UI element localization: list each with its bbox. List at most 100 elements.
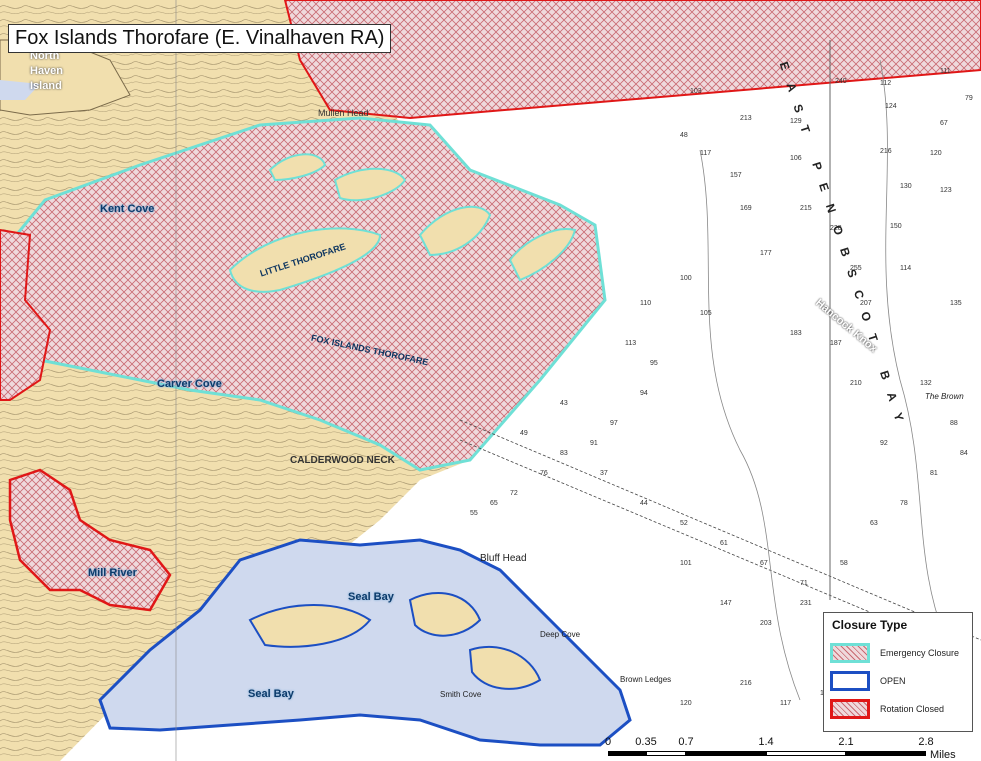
- sounding: 97: [610, 420, 618, 427]
- sounding: 216: [740, 680, 752, 687]
- sounding: 255: [850, 265, 862, 272]
- label-mill-river: Mill River: [88, 567, 137, 579]
- depth-contour-1: [699, 149, 801, 701]
- sounding: 44: [640, 500, 648, 507]
- sounding: 129: [790, 118, 802, 125]
- scale-tick-5: 2.8: [918, 736, 934, 748]
- sounding: 103: [690, 88, 702, 95]
- sounding: 106: [790, 155, 802, 162]
- sounding: 120: [930, 150, 942, 157]
- sounding: 187: [830, 340, 842, 347]
- scale-seg-3: [686, 751, 766, 756]
- scale-tick-1: 0.35: [635, 736, 657, 748]
- sounding: 113: [625, 340, 637, 347]
- seal-bay-land-1: [248, 604, 372, 648]
- rotation-closed-band: [283, 0, 981, 120]
- sounding: 123: [940, 187, 952, 194]
- sounding: 105: [700, 310, 712, 317]
- label-the-brown: The Brown: [925, 392, 964, 401]
- left-rotation-strip: [0, 228, 52, 401]
- label-seal-bay-1: Seal Bay: [348, 591, 394, 603]
- sounding: 183: [790, 330, 802, 337]
- sounding: 150: [890, 223, 902, 230]
- sounding: 117: [780, 700, 792, 707]
- legend-item-rotation: Rotation Closed: [830, 699, 970, 721]
- label-north-haven-3: Island: [30, 80, 62, 92]
- sounding: 71: [800, 580, 808, 587]
- seal-bay-open-area: [98, 538, 632, 747]
- label-deep-cove: Deep Cove: [540, 630, 581, 639]
- label-smith-cove: Smith Cove: [440, 690, 482, 699]
- emergency-closure-swatch: [830, 643, 870, 663]
- scale-seg-4: [766, 751, 846, 756]
- sounding: 228: [830, 225, 842, 232]
- legend-item-emergency: Emergency Closure: [830, 643, 970, 665]
- sounding: 55: [470, 510, 478, 517]
- sounding: 210: [850, 380, 862, 387]
- label-mullen-head: Mullen Head: [318, 108, 369, 118]
- sounding: 37: [600, 470, 608, 477]
- sounding: 114: [900, 265, 912, 272]
- scale-tick-3: 1.4: [758, 736, 774, 748]
- sounding: 132: [920, 380, 932, 387]
- label-kent-cove: Kent Cove: [100, 203, 155, 215]
- sounding: 147: [720, 600, 732, 607]
- sounding: 91: [590, 440, 598, 447]
- sounding: 216: [880, 148, 892, 155]
- seal-bay-land-3: [468, 645, 542, 690]
- sounding: 79: [965, 95, 973, 102]
- sounding: 58: [840, 560, 848, 567]
- sounding: 110: [640, 300, 652, 307]
- sounding: 43: [560, 400, 568, 407]
- label-north-haven-1: North: [30, 50, 60, 62]
- sounding: 203: [760, 620, 772, 627]
- sounding: 84: [960, 450, 968, 457]
- sounding: 231: [800, 600, 812, 607]
- sounding: 100: [680, 275, 692, 282]
- sounding: 81: [930, 470, 938, 477]
- map-title: Fox Islands Thorofare (E. Vinalhaven RA): [8, 24, 392, 53]
- mill-river-rotation-area: [8, 468, 172, 612]
- sounding: 177: [760, 250, 772, 257]
- sounding: 92: [880, 440, 888, 447]
- scale-tick-2: 0.7: [678, 736, 694, 748]
- sounding: 67: [940, 120, 948, 127]
- scale-seg-2: [646, 751, 686, 756]
- sounding: 215: [800, 205, 812, 212]
- sounding: 207: [860, 300, 872, 307]
- island-3: [418, 205, 492, 257]
- open-swatch: [830, 671, 870, 691]
- scale-tick-0: 0: [604, 736, 612, 748]
- channel-line-1: [459, 419, 981, 641]
- legend: Closure Type Emergency Closure OPEN Rota…: [823, 612, 973, 732]
- seal-bay-land-2: [408, 591, 482, 637]
- label-bluff-head: Bluff Head: [480, 553, 527, 564]
- sounding: 61: [720, 540, 728, 547]
- legend-label-open: OPEN: [880, 676, 906, 686]
- island-5: [268, 153, 327, 182]
- sounding: 72: [510, 490, 518, 497]
- sounding: 135: [950, 300, 962, 307]
- emergency-closure-area: [0, 116, 607, 472]
- depth-contour-2: [879, 59, 951, 651]
- sounding: 120: [680, 700, 692, 707]
- sounding: 157: [730, 172, 742, 179]
- sounding: 111: [940, 68, 951, 75]
- sounding: 52: [680, 520, 688, 527]
- sounding: 169: [740, 205, 752, 212]
- sounding: 94: [640, 390, 648, 397]
- sounding: 117: [700, 150, 712, 157]
- sounding: 101: [680, 560, 692, 567]
- sounding: 63: [870, 520, 878, 527]
- label-north-haven-2: Haven: [30, 65, 64, 77]
- sounding: 130: [900, 183, 912, 190]
- legend-label-rotation: Rotation Closed: [880, 704, 945, 714]
- sounding: 83: [560, 450, 568, 457]
- legend-title: Closure Type: [832, 618, 908, 632]
- label-seal-bay-2: Seal Bay: [248, 688, 294, 700]
- island-2: [333, 167, 407, 202]
- scale-bar: 0 0.35 0.7 1.4 2.1 2.8 Miles: [604, 736, 964, 761]
- island-1: [228, 227, 382, 293]
- north-haven-pond: [0, 80, 40, 100]
